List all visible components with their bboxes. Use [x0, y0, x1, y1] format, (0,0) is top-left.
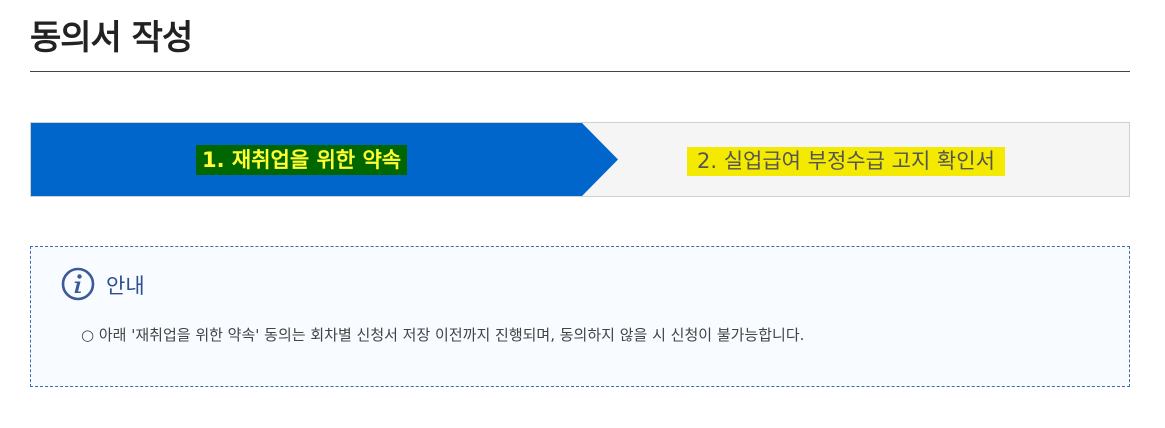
- title-divider: [30, 71, 1130, 72]
- step-2-label: 2. 실업급여 부정수급 고지 확인서: [687, 147, 1005, 176]
- step-1-tab[interactable]: 1. 재취업을 위한 약속: [31, 123, 618, 196]
- step-indicator: 1. 재취업을 위한 약속 2. 실업급여 부정수급 고지 확인서: [30, 122, 1130, 197]
- notice-title: 안내: [106, 274, 145, 298]
- info-icon: [61, 267, 95, 301]
- notice-box: 안내 ○ 아래 '재취업을 위한 약속' 동의는 회차별 신청서 저장 이전까지…: [30, 246, 1130, 387]
- page-title: 동의서 작성: [30, 18, 193, 58]
- step-1-label: 1. 재취업을 위한 약속: [196, 145, 408, 175]
- notice-text: ○ 아래 '재취업을 위한 약속' 동의는 회차별 신청서 저장 이전까지 진행…: [81, 326, 805, 344]
- step-2-tab[interactable]: 2. 실업급여 부정수급 고지 확인서: [618, 123, 1129, 196]
